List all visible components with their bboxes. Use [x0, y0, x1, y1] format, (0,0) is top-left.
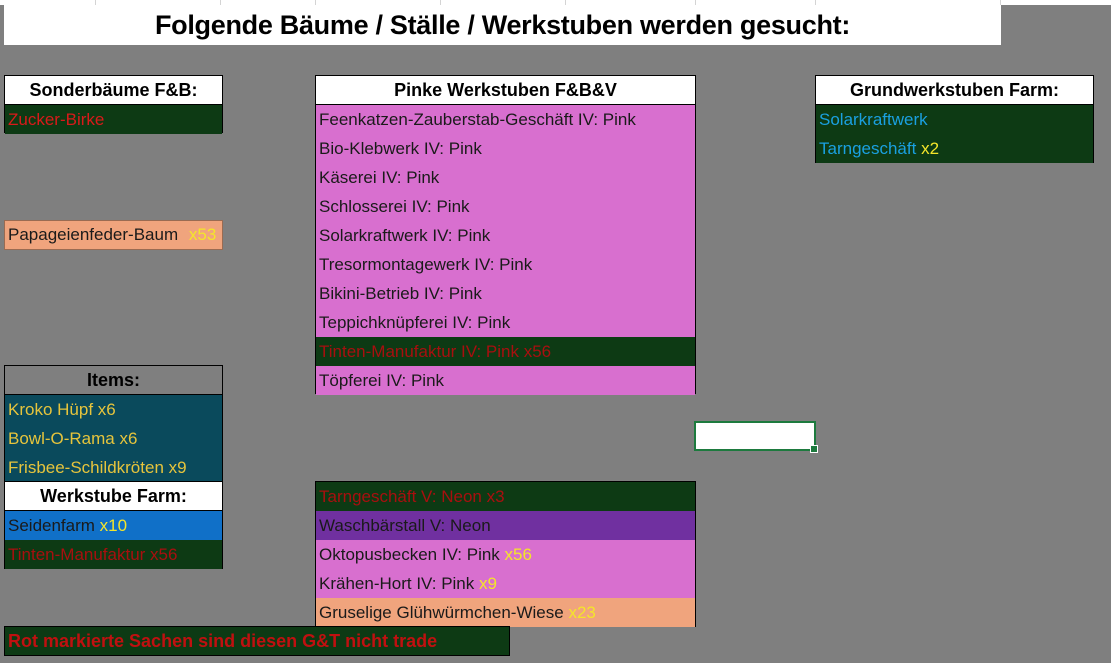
pinke-row-highlight[interactable]: Tinten-Manufaktur IV: Pink x56 — [316, 337, 695, 366]
pinke-row[interactable]: Tresormontagewerk IV: Pink — [316, 250, 695, 279]
sonderbaeume-header[interactable]: Sonderbäume F&B: — [5, 76, 222, 105]
footer-note[interactable]: Rot markierte Sachen sind diesen G&T nic… — [4, 626, 510, 656]
grid-line — [1000, 0, 1001, 5]
sonderbaeume-table: Sonderbäume F&B: Zucker-Birke — [4, 75, 223, 134]
sheet-title[interactable]: Folgende Bäume / Ställe / Werkstuben wer… — [4, 5, 1001, 45]
pinke-row[interactable]: Schlosserei IV: Pink — [316, 192, 695, 221]
pinke-row[interactable]: Solarkraftwerk IV: Pink — [316, 221, 695, 250]
items-row[interactable]: Frisbee-Schildkröten x9 — [5, 453, 222, 482]
grid-line — [95, 0, 96, 5]
grid-line — [220, 0, 221, 5]
grid-line — [565, 0, 566, 5]
werkstube-farm-table: Werkstube Farm: Seidenfarm x10 Tinten-Ma… — [4, 481, 223, 569]
items-row[interactable]: Bowl-O-Rama x6 — [5, 424, 222, 453]
pinke-row[interactable]: Käserei IV: Pink — [316, 163, 695, 192]
grund-row[interactable]: Tarngeschäft x2 — [816, 134, 1093, 163]
pinke-row[interactable]: Teppichknüpferei IV: Pink — [316, 308, 695, 337]
grusel-name: Gruselige Glühwürmchen-Wiese — [319, 603, 564, 622]
pinke-werkstuben-table: Pinke Werkstuben F&B&V Feenkatzen-Zauber… — [315, 75, 696, 395]
okto-name: Oktopusbecken IV: Pink — [319, 545, 500, 564]
grundwerkstuben-table: Grundwerkstuben Farm: Solarkraftwerk Tar… — [815, 75, 1094, 163]
lower-row-grusel[interactable]: Gruselige Glühwürmchen-Wiese x23 — [316, 598, 695, 627]
grid-line — [695, 0, 696, 5]
items-row[interactable]: Kroko Hüpf x6 — [5, 395, 222, 424]
kraehe-count: x9 — [479, 574, 497, 593]
tinten-row[interactable]: Tinten-Manufaktur x56 — [5, 540, 222, 569]
pinke-row[interactable]: Töpferei IV: Pink — [316, 366, 695, 395]
pinke-row[interactable]: Bio-Klebwerk IV: Pink — [316, 134, 695, 163]
seidenfarm-row[interactable]: Seidenfarm x10 — [5, 511, 222, 540]
seidenfarm-count: x10 — [99, 516, 128, 535]
items-table: Items: Kroko Hüpf x6 Bowl-O-Rama x6 Fris… — [4, 365, 223, 482]
grund-row-count: x2 — [921, 139, 940, 158]
kraehe-name: Krähen-Hort IV: Pink — [319, 574, 475, 593]
pinke-header[interactable]: Pinke Werkstuben F&B&V — [316, 76, 695, 105]
lower-row-kraehe[interactable]: Krähen-Hort IV: Pink x9 — [316, 569, 695, 598]
papagei-count: x53 — [188, 225, 217, 244]
fill-handle[interactable] — [810, 445, 818, 453]
papagei-row[interactable]: Papageienfeder-Baum x53 — [4, 220, 223, 250]
seidenfarm-name: Seidenfarm — [8, 516, 95, 535]
werkstube-farm-header[interactable]: Werkstube Farm: — [5, 482, 222, 511]
grusel-count: x23 — [568, 603, 596, 622]
lower-list-table: Tarngeschäft V: Neon x3 Waschbärstall V:… — [315, 481, 696, 627]
okto-count: x56 — [504, 545, 532, 564]
grid-line — [315, 0, 316, 5]
selected-cell[interactable] — [694, 421, 818, 453]
pinke-row[interactable]: Feenkatzen-Zauberstab-Geschäft IV: Pink — [316, 105, 695, 134]
sheet-grid-strip — [0, 0, 1111, 5]
items-header[interactable]: Items: — [5, 366, 222, 395]
grund-row-name: Tarngeschäft — [819, 139, 917, 158]
lower-row-okto[interactable]: Oktopusbecken IV: Pink x56 — [316, 540, 695, 569]
papagei-name: Papageienfeder-Baum — [8, 225, 179, 244]
grund-header[interactable]: Grundwerkstuben Farm: — [816, 76, 1093, 105]
grid-line — [815, 0, 816, 5]
sonderbaeume-row[interactable]: Zucker-Birke — [5, 105, 222, 134]
lower-row-wasch[interactable]: Waschbärstall V: Neon — [316, 511, 695, 540]
grid-line — [440, 0, 441, 5]
lower-row-tarn[interactable]: Tarngeschäft V: Neon x3 — [316, 482, 695, 511]
pinke-row[interactable]: Bikini-Betrieb IV: Pink — [316, 279, 695, 308]
grund-row[interactable]: Solarkraftwerk — [816, 105, 1093, 134]
